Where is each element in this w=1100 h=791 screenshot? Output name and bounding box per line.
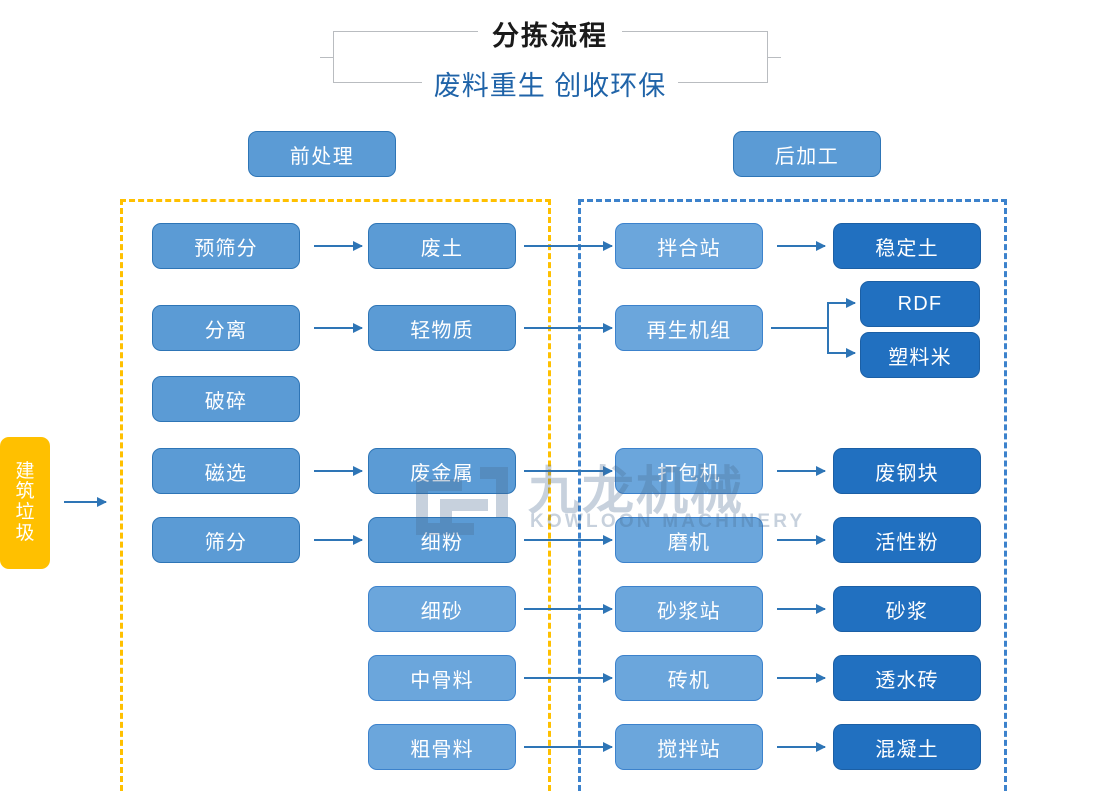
arrow-light-material-to-recycling-unit [524,323,613,333]
arrow-medium-aggregate-to-brick-machine [524,673,613,683]
page-subtitle-text: 废料重生 创收环保 [421,71,679,101]
node-concrete-label: 混凝土 [875,738,939,761]
node-waste-metal[interactable]: 废金属 [368,448,516,494]
arrow-waste-metal-to-baler [524,466,613,476]
stage-header-post-process-label: 后加工 [774,145,840,168]
source-node-construction-waste[interactable]: 建筑垃圾 [0,437,50,569]
node-fine-powder[interactable]: 细粉 [368,517,516,563]
node-fine-sand-label: 细砂 [420,600,464,623]
node-mixing-plant-label: 拌合站 [657,237,721,260]
arrow-grinder-to-active-powder [777,535,826,545]
node-active-powder[interactable]: 活性粉 [833,517,981,563]
arrow-separation-to-light-material [314,323,363,333]
arrow-mortar-station-to-mortar [777,604,826,614]
node-medium-aggregate[interactable]: 中骨料 [368,655,516,701]
node-baler[interactable]: 打包机 [615,448,763,494]
node-medium-aggregate-label: 中骨料 [410,669,474,692]
node-waste-soil-label: 废土 [420,237,464,260]
arrow-source-to-pre [64,497,107,507]
node-rdf[interactable]: RDF [860,281,980,327]
pre-process-frame [120,199,551,791]
title-tick-right [768,57,781,58]
node-baler-label: 打包机 [657,462,721,485]
arrow-recycling-unit-to-rdf [827,298,856,308]
page-title: 分拣流程 [0,14,1100,53]
node-mortar[interactable]: 砂浆 [833,586,981,632]
arrow-waste-soil-to-mixing-plant [524,241,613,251]
node-screening-label: 筛分 [204,531,248,554]
fork-spine-recycling-unit [827,303,829,353]
node-separation[interactable]: 分离 [152,305,300,351]
arrow-magnetic-separation-to-waste-metal [314,466,363,476]
title-tick-left [320,57,333,58]
node-separation-label: 分离 [204,319,248,342]
arrow-batching-plant-to-concrete [777,742,826,752]
arrow-brick-machine-to-permeable-brick [777,673,826,683]
node-recycling-unit-label: 再生机组 [646,319,732,342]
node-fine-sand[interactable]: 细砂 [368,586,516,632]
node-coarse-aggregate-label: 粗骨料 [410,738,474,761]
node-fine-powder-label: 细粉 [420,531,464,554]
node-waste-soil[interactable]: 废土 [368,223,516,269]
node-brick-machine-label: 砖机 [667,669,711,692]
node-magnetic-separation-label: 磁选 [204,462,248,485]
arrow-fine-sand-to-mortar-station [524,604,613,614]
node-concrete[interactable]: 混凝土 [833,724,981,770]
node-screening[interactable]: 筛分 [152,517,300,563]
node-batching-plant[interactable]: 搅拌站 [615,724,763,770]
node-mixing-plant[interactable]: 拌合站 [615,223,763,269]
node-brick-machine[interactable]: 砖机 [615,655,763,701]
stage-header-pre-process[interactable]: 前处理 [248,131,396,177]
arrow-baler-to-scrap-steel [777,466,826,476]
node-batching-plant-label: 搅拌站 [657,738,721,761]
node-scrap-steel-label: 废钢块 [875,462,939,485]
node-permeable-brick[interactable]: 透水砖 [833,655,981,701]
node-recycling-unit[interactable]: 再生机组 [615,305,763,351]
node-scrap-steel[interactable]: 废钢块 [833,448,981,494]
node-permeable-brick-label: 透水砖 [875,669,939,692]
arrow-fine-powder-to-grinder [524,535,613,545]
fork-stem-recycling-unit [771,327,829,329]
node-stabilized-soil-label: 稳定土 [875,237,939,260]
node-plastic-pellets[interactable]: 塑料米 [860,332,980,378]
node-waste-metal-label: 废金属 [410,462,474,485]
node-stabilized-soil[interactable]: 稳定土 [833,223,981,269]
arrow-mixing-plant-to-stabilized-soil [777,241,826,251]
arrow-coarse-aggregate-to-batching-plant [524,742,613,752]
post-process-frame [578,199,1007,791]
node-rdf-label: RDF [897,292,943,315]
source-node-label: 建筑垃圾 [15,460,35,544]
arrow-recycling-unit-to-plastic-pellets [827,348,856,358]
page-title-text: 分拣流程 [478,21,622,51]
node-magnetic-separation[interactable]: 磁选 [152,448,300,494]
page-subtitle: 废料重生 创收环保 [0,64,1100,103]
node-mortar-station[interactable]: 砂浆站 [615,586,763,632]
node-crushing-label: 破碎 [204,390,248,413]
node-light-material-label: 轻物质 [410,319,474,342]
node-crushing[interactable]: 破碎 [152,376,300,422]
arrow-pre-screening-to-waste-soil [314,241,363,251]
node-light-material[interactable]: 轻物质 [368,305,516,351]
node-plastic-pellets-label: 塑料米 [888,346,952,369]
arrow-screening-to-fine-powder [314,535,363,545]
stage-header-post-process[interactable]: 后加工 [733,131,881,177]
node-active-powder-label: 活性粉 [875,531,939,554]
node-pre-screening-label: 预筛分 [194,237,258,260]
stage-header-pre-process-label: 前处理 [289,145,355,168]
node-pre-screening[interactable]: 预筛分 [152,223,300,269]
node-grinder-label: 磨机 [667,531,711,554]
node-grinder[interactable]: 磨机 [615,517,763,563]
node-coarse-aggregate[interactable]: 粗骨料 [368,724,516,770]
node-mortar-label: 砂浆 [885,600,929,623]
node-mortar-station-label: 砂浆站 [657,600,721,623]
